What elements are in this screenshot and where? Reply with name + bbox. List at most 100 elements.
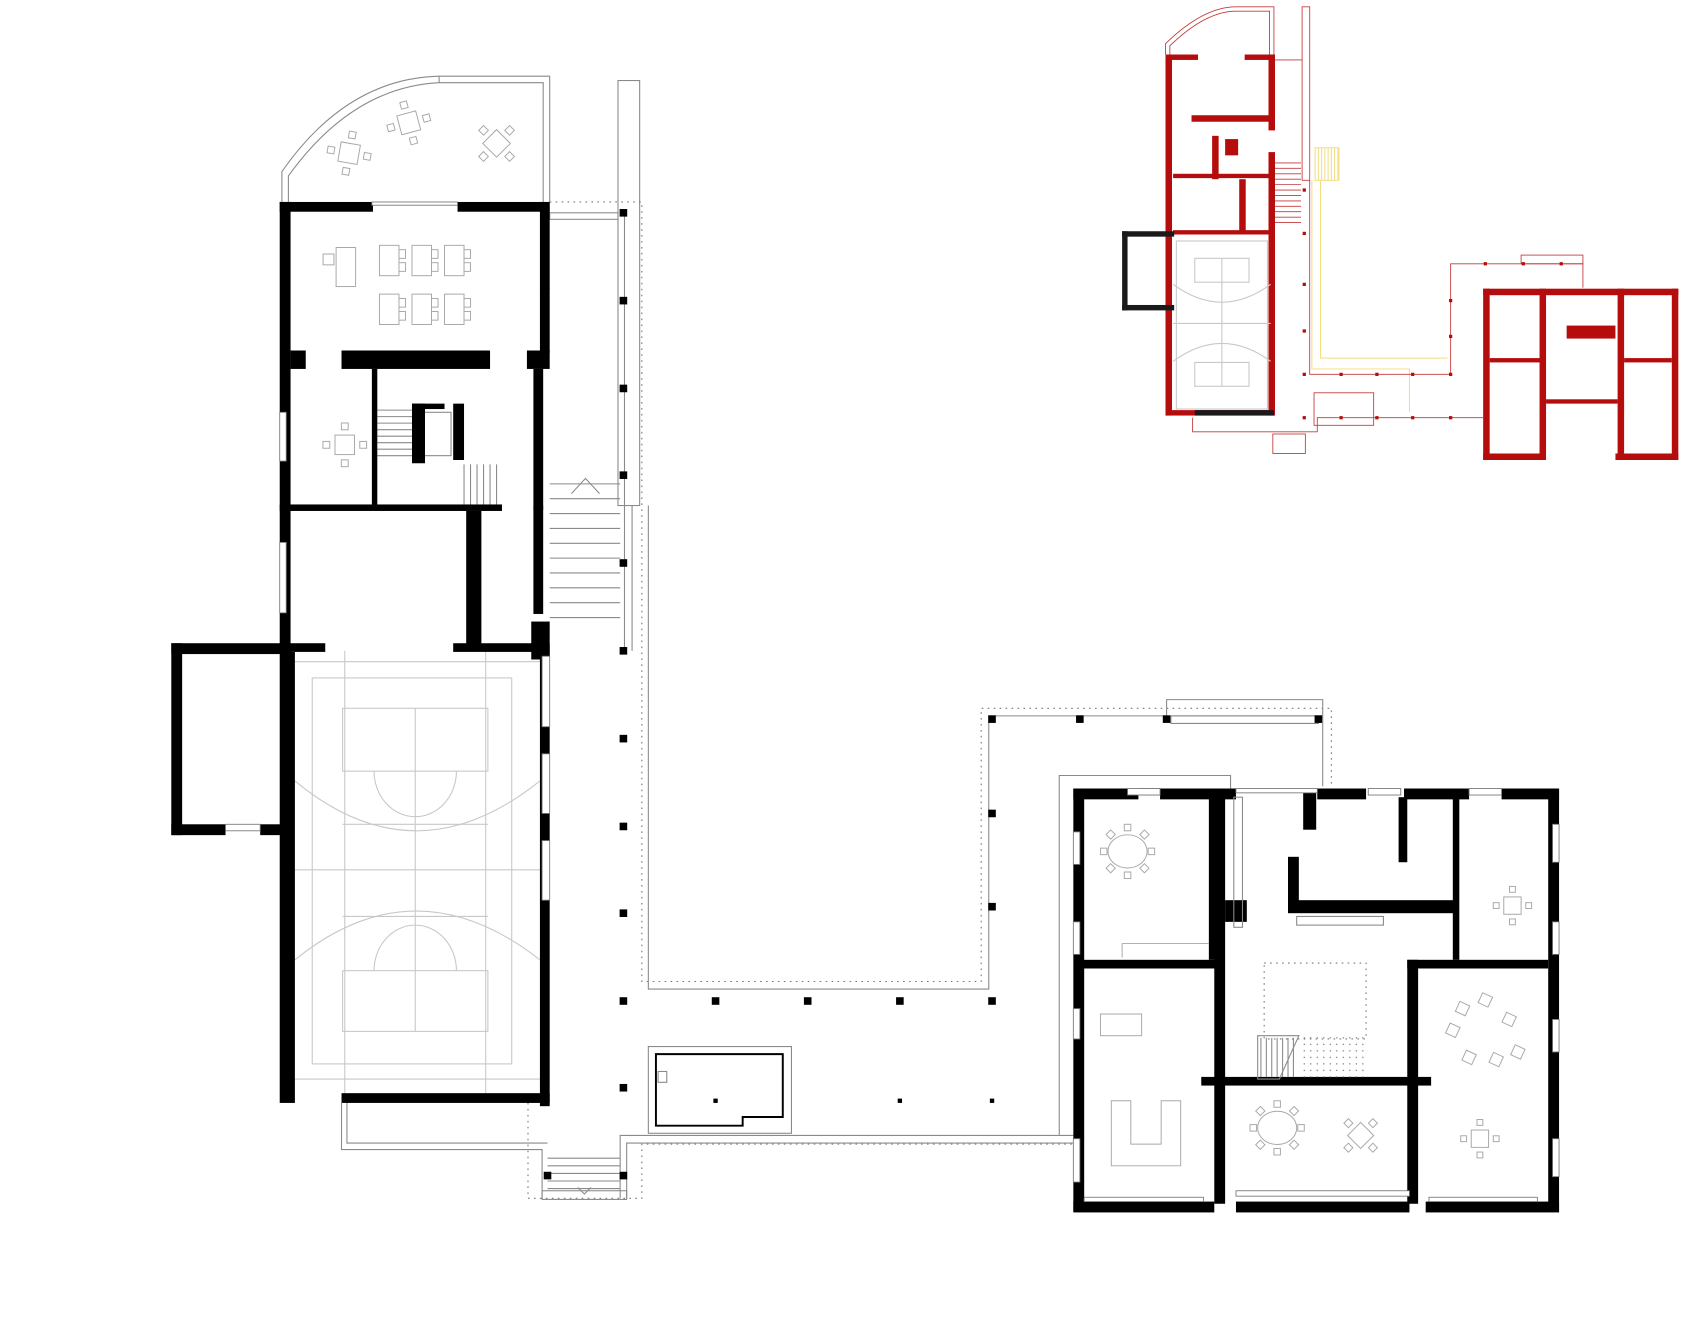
landing <box>549 212 619 220</box>
chair <box>1367 1118 1379 1129</box>
chair <box>1343 1142 1354 1153</box>
keyplan-wall <box>1173 173 1273 179</box>
column <box>988 809 996 818</box>
column <box>988 902 996 911</box>
basketball-court <box>294 650 541 1094</box>
chair <box>408 135 419 146</box>
keyplan-wall <box>1212 135 1219 180</box>
wall <box>371 368 378 510</box>
chair <box>398 310 406 321</box>
keyplan-wall <box>1173 230 1269 235</box>
chair <box>1099 847 1108 856</box>
chair <box>431 310 439 321</box>
keyplan-wall <box>1483 288 1679 296</box>
wall <box>1398 797 1408 863</box>
window <box>279 541 287 614</box>
column <box>619 209 628 217</box>
chair <box>1477 992 1494 1008</box>
keyplan-wall <box>1268 54 1275 131</box>
wall <box>1407 959 1419 1204</box>
wall <box>1501 788 1560 800</box>
wall <box>1082 959 1223 969</box>
table <box>1470 1129 1490 1148</box>
table <box>334 434 356 456</box>
wall <box>533 368 544 510</box>
chair <box>431 249 439 259</box>
wall <box>526 350 550 369</box>
stair-arrow-icon <box>577 1187 592 1195</box>
chair <box>359 440 368 449</box>
chair <box>362 151 372 161</box>
path-edge <box>340 1102 543 1199</box>
keyplan-column <box>1449 299 1453 303</box>
roof-outline <box>549 201 1332 983</box>
gymnasium-building <box>281 75 1074 1200</box>
chair <box>341 166 351 176</box>
column <box>619 822 628 831</box>
keyplan-column <box>1521 262 1525 266</box>
keyplan-column <box>1411 372 1415 376</box>
column <box>1076 715 1084 723</box>
chair <box>504 150 516 162</box>
wall <box>1073 788 1085 1212</box>
chair <box>1525 902 1533 910</box>
chair <box>1476 1151 1484 1159</box>
keyplan-column <box>1449 334 1453 339</box>
keyplan-wall <box>1483 453 1543 461</box>
chair <box>1476 1119 1484 1126</box>
canopy-edge <box>617 79 641 507</box>
chair <box>1139 829 1150 840</box>
chair <box>398 262 406 272</box>
keyplan-column <box>1375 416 1379 420</box>
wall <box>457 201 550 212</box>
table <box>1346 1121 1375 1150</box>
chair <box>386 122 396 133</box>
chair <box>1123 871 1132 879</box>
column <box>619 296 628 305</box>
keyplan-wall-existing <box>1122 231 1175 237</box>
window <box>1552 1138 1560 1178</box>
column <box>988 715 996 723</box>
chair <box>399 100 409 110</box>
wall <box>171 824 226 836</box>
desk <box>378 293 400 325</box>
chair <box>1509 885 1516 893</box>
keyplan-wall <box>1268 152 1275 416</box>
column <box>543 1171 552 1180</box>
keyplan-wall-existing <box>1122 231 1128 311</box>
column <box>897 1098 903 1103</box>
wall <box>1317 788 1367 800</box>
keyplan-column <box>1559 262 1563 266</box>
table-with-chairs <box>1249 1100 1305 1156</box>
chair <box>322 440 331 449</box>
column <box>896 997 904 1005</box>
keyplan-wall <box>1165 54 1199 60</box>
chair <box>1492 902 1500 910</box>
chair <box>1454 1000 1471 1017</box>
wall <box>1425 1201 1560 1213</box>
window <box>1235 1190 1410 1197</box>
chair <box>1509 918 1516 926</box>
table-with-chairs <box>1492 885 1533 926</box>
exterior-stair <box>547 483 621 1190</box>
desk <box>444 293 465 325</box>
wall <box>1073 788 1139 800</box>
furniture <box>322 100 1533 1167</box>
window <box>1367 788 1402 796</box>
column <box>988 997 996 1005</box>
table-with-chairs <box>1343 1118 1379 1153</box>
terrace-outline <box>1058 774 1232 1136</box>
wall <box>279 504 502 511</box>
keyplan-column <box>1302 188 1306 192</box>
column <box>619 909 628 917</box>
wall <box>1548 788 1560 1212</box>
desk <box>411 293 432 325</box>
teacher-desk <box>335 247 357 288</box>
column <box>619 647 628 655</box>
wall <box>341 1093 550 1103</box>
desk <box>1099 1013 1143 1037</box>
void-outline <box>1263 962 1367 1040</box>
wall <box>1073 1201 1215 1213</box>
keyplan-wall <box>1225 139 1239 156</box>
chair <box>1288 1139 1300 1151</box>
